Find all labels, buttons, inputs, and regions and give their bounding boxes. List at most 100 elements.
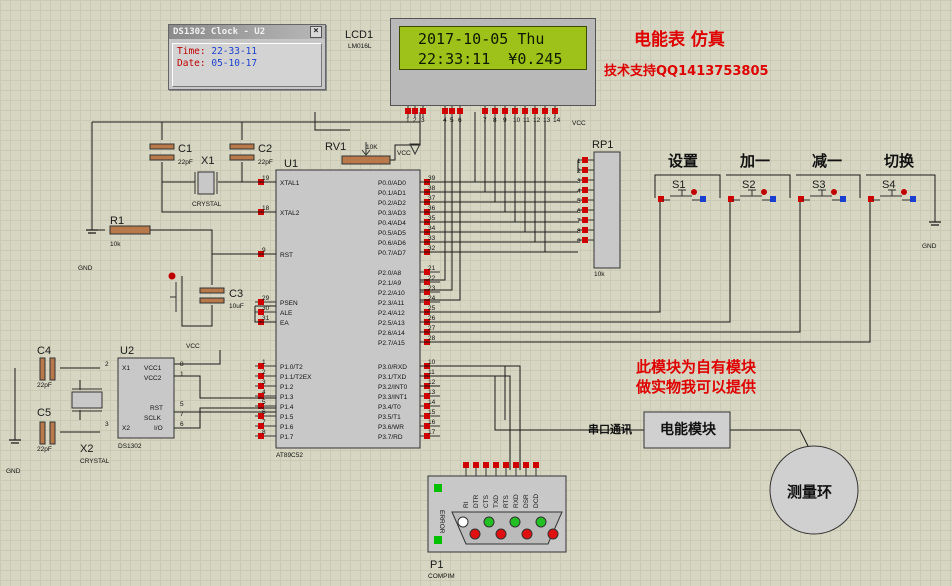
lcd-pin-num: 6 bbox=[458, 117, 462, 124]
ds-num-6: 6 bbox=[180, 421, 184, 428]
mcu-pin-num: 25 bbox=[428, 305, 436, 312]
mcu-pin-num: 15 bbox=[428, 409, 436, 416]
measurement-ring[interactable] bbox=[769, 445, 859, 535]
button-ref: S4 bbox=[882, 179, 895, 191]
mcu-pin-name: P3.3/INT1 bbox=[378, 394, 408, 401]
pin-marker bbox=[258, 373, 264, 379]
time-label: Time: bbox=[177, 46, 206, 57]
mcu-pin-num: 3 bbox=[262, 379, 266, 386]
db9-signal: DCD bbox=[533, 494, 540, 508]
mcu-pin-num: 17 bbox=[428, 429, 436, 436]
mcu-pin-num: 35 bbox=[428, 215, 436, 222]
crystal-x2[interactable] bbox=[71, 388, 103, 412]
mcu-pin-name: P1.6 bbox=[280, 424, 294, 431]
mcu-pin-num: 34 bbox=[428, 225, 436, 232]
mcu-pin-num: 24 bbox=[428, 295, 436, 302]
r1-value: 10k bbox=[110, 241, 121, 248]
lcd-pin-num: 2 bbox=[413, 117, 417, 124]
mcu-pin-name: P2.4/A12 bbox=[378, 310, 405, 317]
db9-signal: DTR bbox=[473, 494, 480, 508]
pin-marker bbox=[582, 167, 588, 173]
error-led-top bbox=[434, 484, 442, 492]
mcu-pin-name: P2.3/A11 bbox=[378, 300, 405, 307]
pin-marker bbox=[258, 423, 264, 429]
pin-marker bbox=[552, 108, 558, 114]
lcd-pin-num: 11 bbox=[523, 117, 530, 124]
mcu-pin-name: P0.2/AD2 bbox=[378, 200, 406, 207]
mcu-pin-name: P3.7/RD bbox=[378, 434, 403, 441]
mcu-pin-name: P3.4/T0 bbox=[378, 404, 401, 411]
measurement-ring-label: 测量环 bbox=[787, 483, 832, 501]
ds-pin-rst: RST bbox=[150, 405, 163, 412]
p1-value: COMPIM bbox=[428, 573, 455, 580]
lcd-pin-num: 8 bbox=[493, 117, 497, 124]
ds-pin-vcc1: VCC1 bbox=[144, 365, 162, 372]
ds-pin-vcc2: VCC2 bbox=[144, 375, 162, 382]
db9-pin bbox=[535, 516, 547, 528]
pin-marker bbox=[483, 462, 489, 468]
mcu-pin-num: 29 bbox=[262, 295, 270, 302]
rp1-pin-num: 6 bbox=[577, 208, 581, 215]
pin-marker bbox=[513, 462, 519, 468]
energy-module[interactable] bbox=[643, 411, 731, 449]
ds-num-5: 5 bbox=[180, 401, 184, 408]
mcu-pin-name: XTAL1 bbox=[280, 180, 300, 187]
close-icon[interactable]: × bbox=[310, 26, 322, 38]
mcu-pin-name: PSEN bbox=[280, 300, 298, 307]
error-label: ERROR bbox=[438, 510, 445, 534]
pin-marker bbox=[582, 187, 588, 193]
pin-marker bbox=[482, 108, 488, 114]
pin-marker bbox=[258, 393, 264, 399]
note-line-2: 做实物我可以提供 bbox=[635, 378, 756, 396]
db9-pin bbox=[509, 516, 521, 528]
p1-ref: P1 bbox=[430, 559, 443, 571]
lcd-pin-num: 4 bbox=[443, 117, 447, 124]
potentiometer-rv1[interactable] bbox=[341, 142, 391, 165]
pin-marker bbox=[533, 462, 539, 468]
pin-marker bbox=[405, 108, 411, 114]
u2-value: DS1302 bbox=[118, 443, 142, 450]
rp1-pin-num: 5 bbox=[577, 198, 581, 205]
support-text: 技术支持QQ1413753805 bbox=[604, 63, 769, 79]
note-line-1: 此模块为自有模块 bbox=[636, 358, 757, 376]
pin-marker bbox=[582, 177, 588, 183]
date-label: Date: bbox=[177, 58, 206, 69]
energy-module-label: 电能模块 bbox=[660, 421, 717, 438]
button-ref: S3 bbox=[812, 179, 825, 191]
reset-button[interactable] bbox=[168, 272, 177, 313]
pin-marker bbox=[424, 423, 430, 429]
ds-num-3: 3 bbox=[105, 421, 109, 428]
capacitor-c3[interactable] bbox=[199, 287, 225, 304]
capacitor-c1[interactable] bbox=[149, 143, 175, 161]
capacitor-c2[interactable] bbox=[229, 143, 255, 161]
db9-pin bbox=[547, 528, 559, 540]
capacitor-c4[interactable] bbox=[39, 357, 56, 381]
pin-marker bbox=[503, 462, 509, 468]
rp1-pin-num: 9 bbox=[577, 238, 581, 245]
mcu-ref: U1 bbox=[284, 158, 298, 170]
resistor-pack-rp1[interactable] bbox=[593, 151, 621, 269]
db9-signal: DSR bbox=[523, 494, 530, 508]
mcu-pin-name: XTAL2 bbox=[280, 210, 300, 217]
lcd-module[interactable]: 2017-10-05 Thu 22:33:11 ¥0.245 bbox=[390, 18, 596, 106]
capacitor-c5[interactable] bbox=[39, 421, 56, 445]
c4-ref: C4 bbox=[37, 345, 51, 357]
button-label: 切换 bbox=[884, 152, 915, 170]
ds1302-body[interactable] bbox=[117, 357, 175, 439]
mcu-pin-name: P3.5/T1 bbox=[378, 414, 401, 421]
date-value: 05-10-17 bbox=[211, 58, 258, 69]
rp1-ref: RP1 bbox=[592, 139, 613, 151]
crystal-x1[interactable] bbox=[194, 171, 218, 195]
resistor-r1[interactable] bbox=[109, 225, 151, 235]
clock-window-titlebar[interactable]: DS1302 Clock - U2 × bbox=[169, 25, 325, 39]
mcu-model: AT89C52 bbox=[276, 452, 303, 459]
x2-ref: X2 bbox=[80, 443, 93, 455]
mcu-pin-name: P0.0/AD0 bbox=[378, 180, 406, 187]
db9-pins bbox=[457, 516, 559, 540]
button-s4[interactable]: S4 切换 bbox=[868, 152, 916, 202]
pin-marker bbox=[258, 403, 264, 409]
ds1302-clock-window[interactable]: DS1302 Clock - U2 × Time: 22-33-11 Date:… bbox=[168, 24, 326, 90]
